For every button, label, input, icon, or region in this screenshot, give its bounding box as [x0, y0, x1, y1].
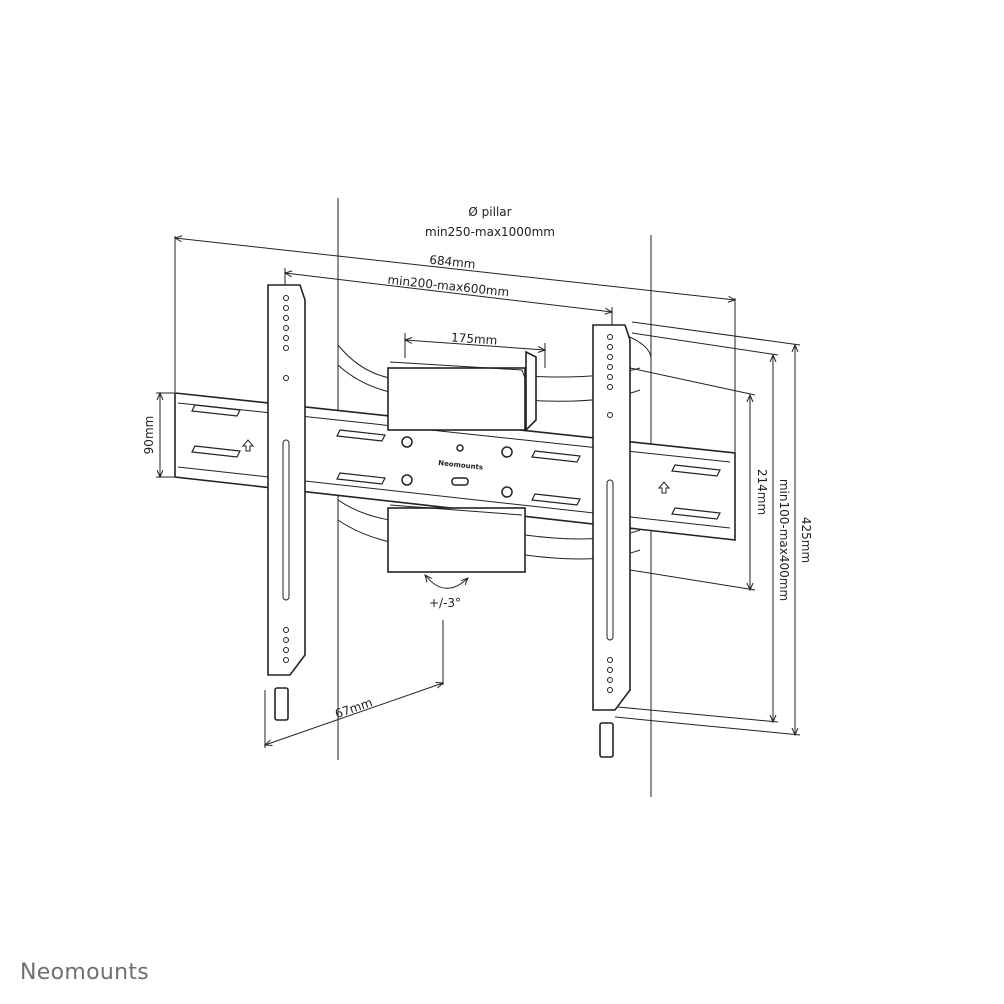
depth-label: 67mm	[333, 695, 374, 721]
arrow-up-icon	[657, 481, 671, 494]
arrow-up-icon	[241, 439, 255, 452]
clamp-height-label: 214mm	[755, 469, 769, 515]
overall-width-label: 684mm	[429, 253, 477, 272]
pillar-band-bottom	[337, 499, 641, 560]
overall-height-label: 425mm	[799, 517, 813, 563]
clamp-box-bottom	[387, 504, 526, 573]
pillar-label: Ø pillar	[468, 205, 511, 219]
tilt-label: +/-3°	[429, 596, 461, 610]
bracket-width-label: 175mm	[451, 330, 498, 347]
vesa-width-label: min200-max600mm	[387, 273, 510, 300]
brand-logo: Neomounts	[20, 960, 150, 985]
vertical-plate-right	[592, 324, 631, 758]
vesa-height-label: min100-max400mm	[777, 479, 791, 601]
dimension-lines	[156, 236, 801, 748]
pillar-band-top	[337, 334, 652, 402]
pillar-range-label: min250-max1000mm	[425, 225, 555, 239]
vertical-plate-left	[267, 284, 306, 721]
clamp-box-top	[387, 350, 537, 432]
rail-height-label: 90mm	[142, 416, 156, 455]
